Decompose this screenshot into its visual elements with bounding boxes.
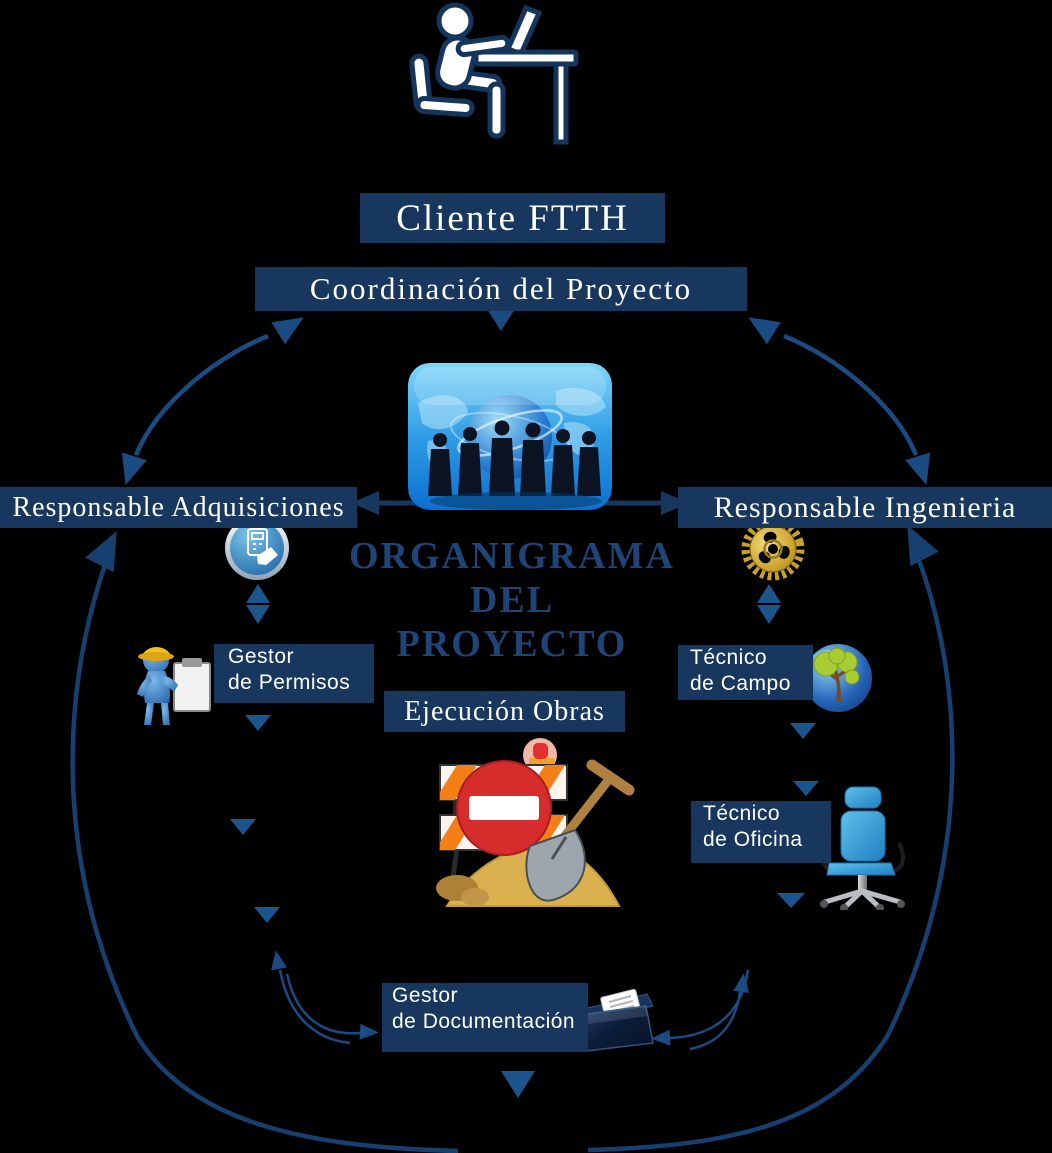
- arrow-down-coordinacion: [487, 309, 515, 331]
- node-label: Cliente FTTH: [396, 197, 629, 239]
- title-line-2: DEL: [469, 579, 555, 621]
- procurement-device-icon: [223, 514, 291, 582]
- title-line-3: PROYECTO: [396, 623, 628, 665]
- office-chair-icon: [815, 785, 910, 910]
- node-label-line1: Gestor: [392, 984, 459, 1007]
- globe-tree-icon: [800, 640, 876, 716]
- double-arrow-adquisiciones-permisos: [246, 584, 270, 624]
- arrow-down-documentacion: [501, 1071, 535, 1098]
- node-label-line2: de Documentación: [392, 1009, 576, 1033]
- node-responsable-adquisiciones: Responsable Adquisiciones: [0, 487, 357, 528]
- node-gestor-permisos: Gestor de Permisos: [214, 644, 374, 703]
- node-cliente-ftth: Cliente FTTH: [360, 193, 665, 243]
- node-label-line2: de Campo: [690, 671, 791, 695]
- roadworks-icon: [425, 738, 645, 918]
- person-at-desk-icon: [398, 0, 588, 145]
- node-label: Ejecución Obras: [404, 695, 605, 727]
- node-label-line2: de Oficina: [703, 827, 803, 851]
- arrow-coordinacion-adquisiciones: [121, 317, 304, 486]
- node-label-line1: Técnico: [703, 802, 781, 825]
- team-globe-image: [408, 363, 612, 510]
- arrow-doc-left-in: [285, 973, 379, 1040]
- node-label-line1: Técnico: [690, 646, 768, 669]
- flow-triangles-right: [777, 723, 819, 908]
- flow-triangles-left: [230, 715, 280, 923]
- diagram-title: ORGANIGRAMA DEL PROYECTO: [312, 534, 712, 666]
- node-tecnico-campo: Técnico de Campo: [678, 645, 813, 700]
- node-gestor-documentacion: Gestor de Documentación: [382, 983, 588, 1052]
- arrow-doc-right-in: [651, 969, 750, 1046]
- arrow-doc-right-out: [689, 973, 750, 1051]
- node-coordinacion-proyecto: Coordinación del Proyecto: [255, 267, 747, 311]
- node-label: Responsable Ingenieria: [713, 490, 1017, 524]
- arc-outer-right: [587, 525, 955, 1153]
- construction-worker-icon: [118, 635, 223, 730]
- double-arrow-ingenieria-campo: [757, 584, 781, 624]
- title-line-1: ORGANIGRAMA: [349, 535, 675, 577]
- documents-folder-icon: [575, 985, 660, 1055]
- node-label: Responsable Adquisiciones: [12, 491, 345, 523]
- people-silhouettes: [428, 420, 601, 496]
- arc-outer-left: [70, 531, 459, 1153]
- node-label: Coordinación del Proyecto: [309, 271, 693, 306]
- node-label-line1: Gestor: [228, 645, 295, 668]
- arrow-coordinacion-ingenieria: [748, 317, 931, 486]
- node-responsable-ingenieria: Responsable Ingenieria: [678, 487, 1052, 528]
- arrow-doc-left-out: [271, 950, 351, 1045]
- node-ejecucion-obras: Ejecución Obras: [384, 691, 625, 732]
- node-label-line2: de Permisos: [228, 670, 351, 694]
- node-tecnico-oficina: Técnico de Oficina: [691, 801, 831, 863]
